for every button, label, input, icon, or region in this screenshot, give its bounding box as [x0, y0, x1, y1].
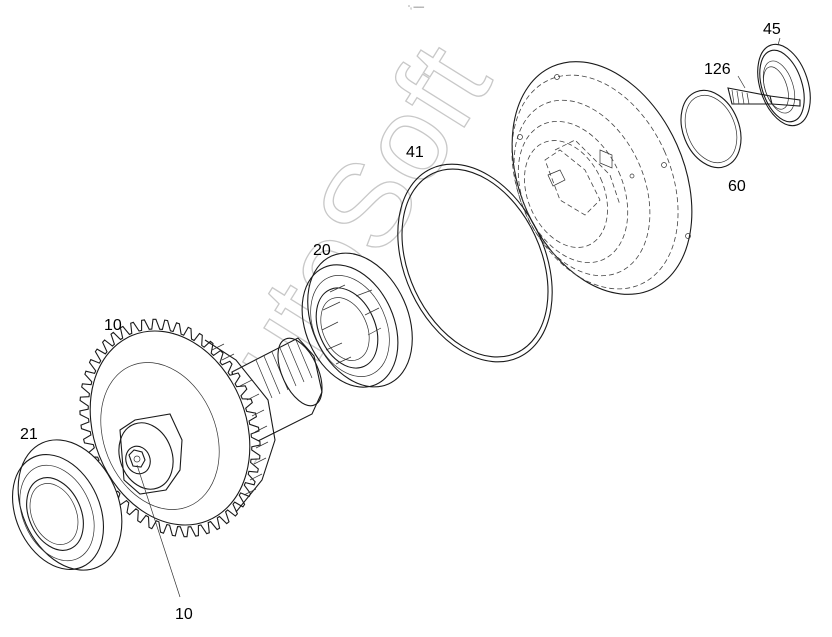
housing-cover: [511, 61, 693, 295]
part-10-gear: [79, 318, 276, 538]
part-45-seal: [757, 43, 811, 127]
part-21-bearing: [11, 439, 123, 571]
part-60-shim: [680, 89, 742, 169]
part-126-pin: [727, 87, 801, 107]
leader-lines: [136, 37, 781, 598]
part-20-bearing: [301, 252, 413, 388]
callout-21: 21: [20, 426, 38, 443]
callout-41: 41: [406, 144, 424, 161]
callout-10-nut: 10: [175, 606, 193, 623]
callout-126: 126: [704, 61, 731, 78]
callout-20: 20: [313, 242, 331, 259]
callout-10-gear: 10: [104, 317, 122, 334]
callout-45: 45: [763, 21, 781, 38]
part-41-o-ring: [397, 163, 553, 363]
callout-60: 60: [728, 178, 746, 195]
header-mark: °₀ ═══: [408, 5, 425, 11]
